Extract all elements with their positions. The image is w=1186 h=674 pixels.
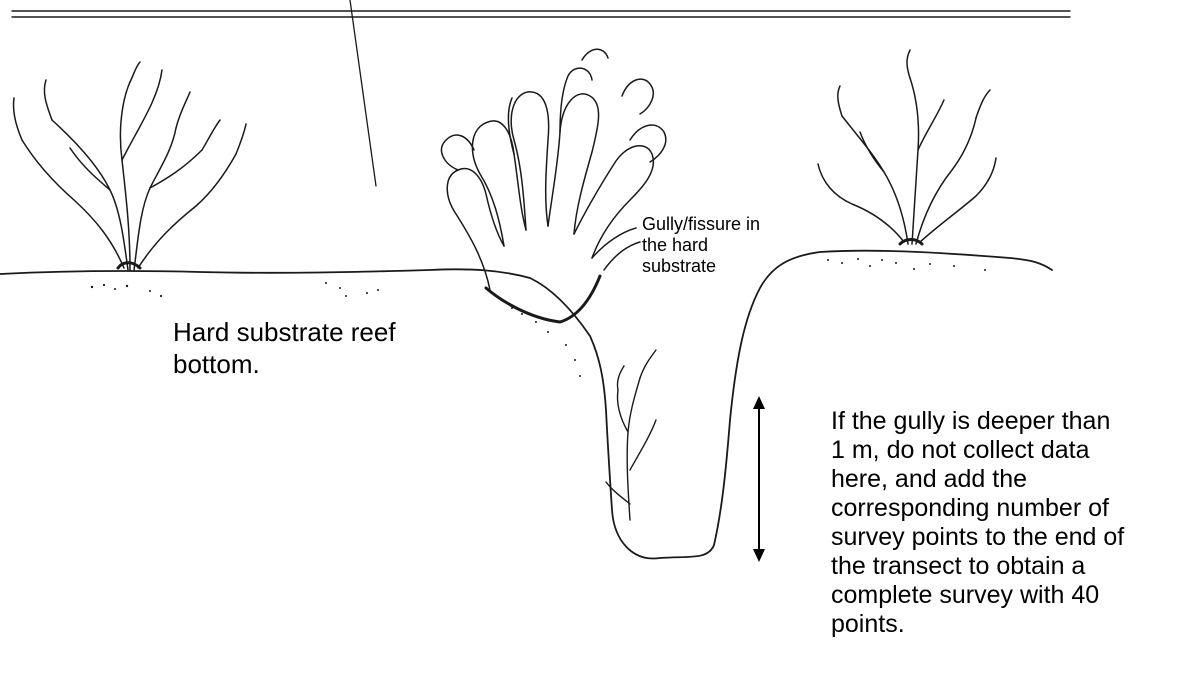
gully-label: Gully/fissure in the hard substrate — [642, 214, 760, 277]
gully-label-line: the hard — [642, 235, 760, 256]
gully-depth-note: If the gully is deeper than 1 m, do not … — [831, 407, 1124, 639]
gully-label-line: Gully/fissure in — [642, 214, 760, 235]
note-line: corresponding number of — [831, 494, 1124, 523]
note-line: the transect to obtain a — [831, 552, 1124, 581]
branching-coral-gully — [606, 350, 656, 520]
note-line: here, and add the — [831, 465, 1124, 494]
branching-coral-left — [13, 62, 246, 270]
note-line: points. — [831, 610, 1124, 639]
note-line: complete survey with 40 — [831, 581, 1124, 610]
transect-line — [12, 11, 1070, 17]
gully-label-line: substrate — [642, 256, 760, 277]
note-line: 1 m, do not collect data — [831, 436, 1124, 465]
note-line: survey points to the end of — [831, 523, 1124, 552]
pointer-line — [350, 0, 376, 186]
substrate-label-line: bottom. — [173, 348, 396, 380]
branching-coral-right — [818, 50, 996, 244]
substrate-label: Hard substrate reef bottom. — [173, 316, 396, 380]
note-line: If the gully is deeper than — [831, 407, 1124, 436]
substrate-label-line: Hard substrate reef — [173, 316, 396, 348]
lobed-coral-center — [442, 49, 666, 322]
depth-arrow-icon — [753, 396, 765, 562]
